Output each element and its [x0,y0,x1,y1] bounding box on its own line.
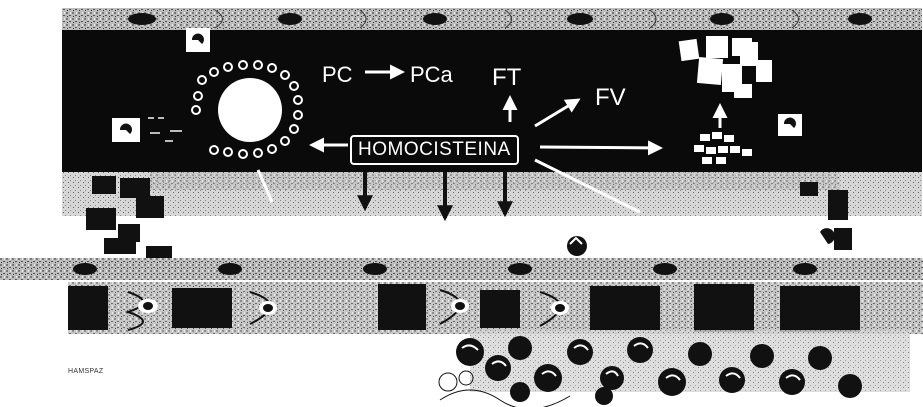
label-ft: FT [492,64,521,92]
monocyte [567,236,587,256]
label-pc: PC [322,62,353,88]
leukocyte-cluster [439,330,910,407]
label-fv: FV [595,84,626,112]
label-homocysteine: HOMOCISTEINA [350,135,519,165]
smooth-muscle-layer [68,282,923,334]
top-endothelium [62,8,922,30]
bottom-endothelium [0,258,923,280]
label-pca: PCa [410,62,453,88]
subendothelial-band [62,172,922,258]
credit-text: HAMSPAZ [68,368,103,375]
